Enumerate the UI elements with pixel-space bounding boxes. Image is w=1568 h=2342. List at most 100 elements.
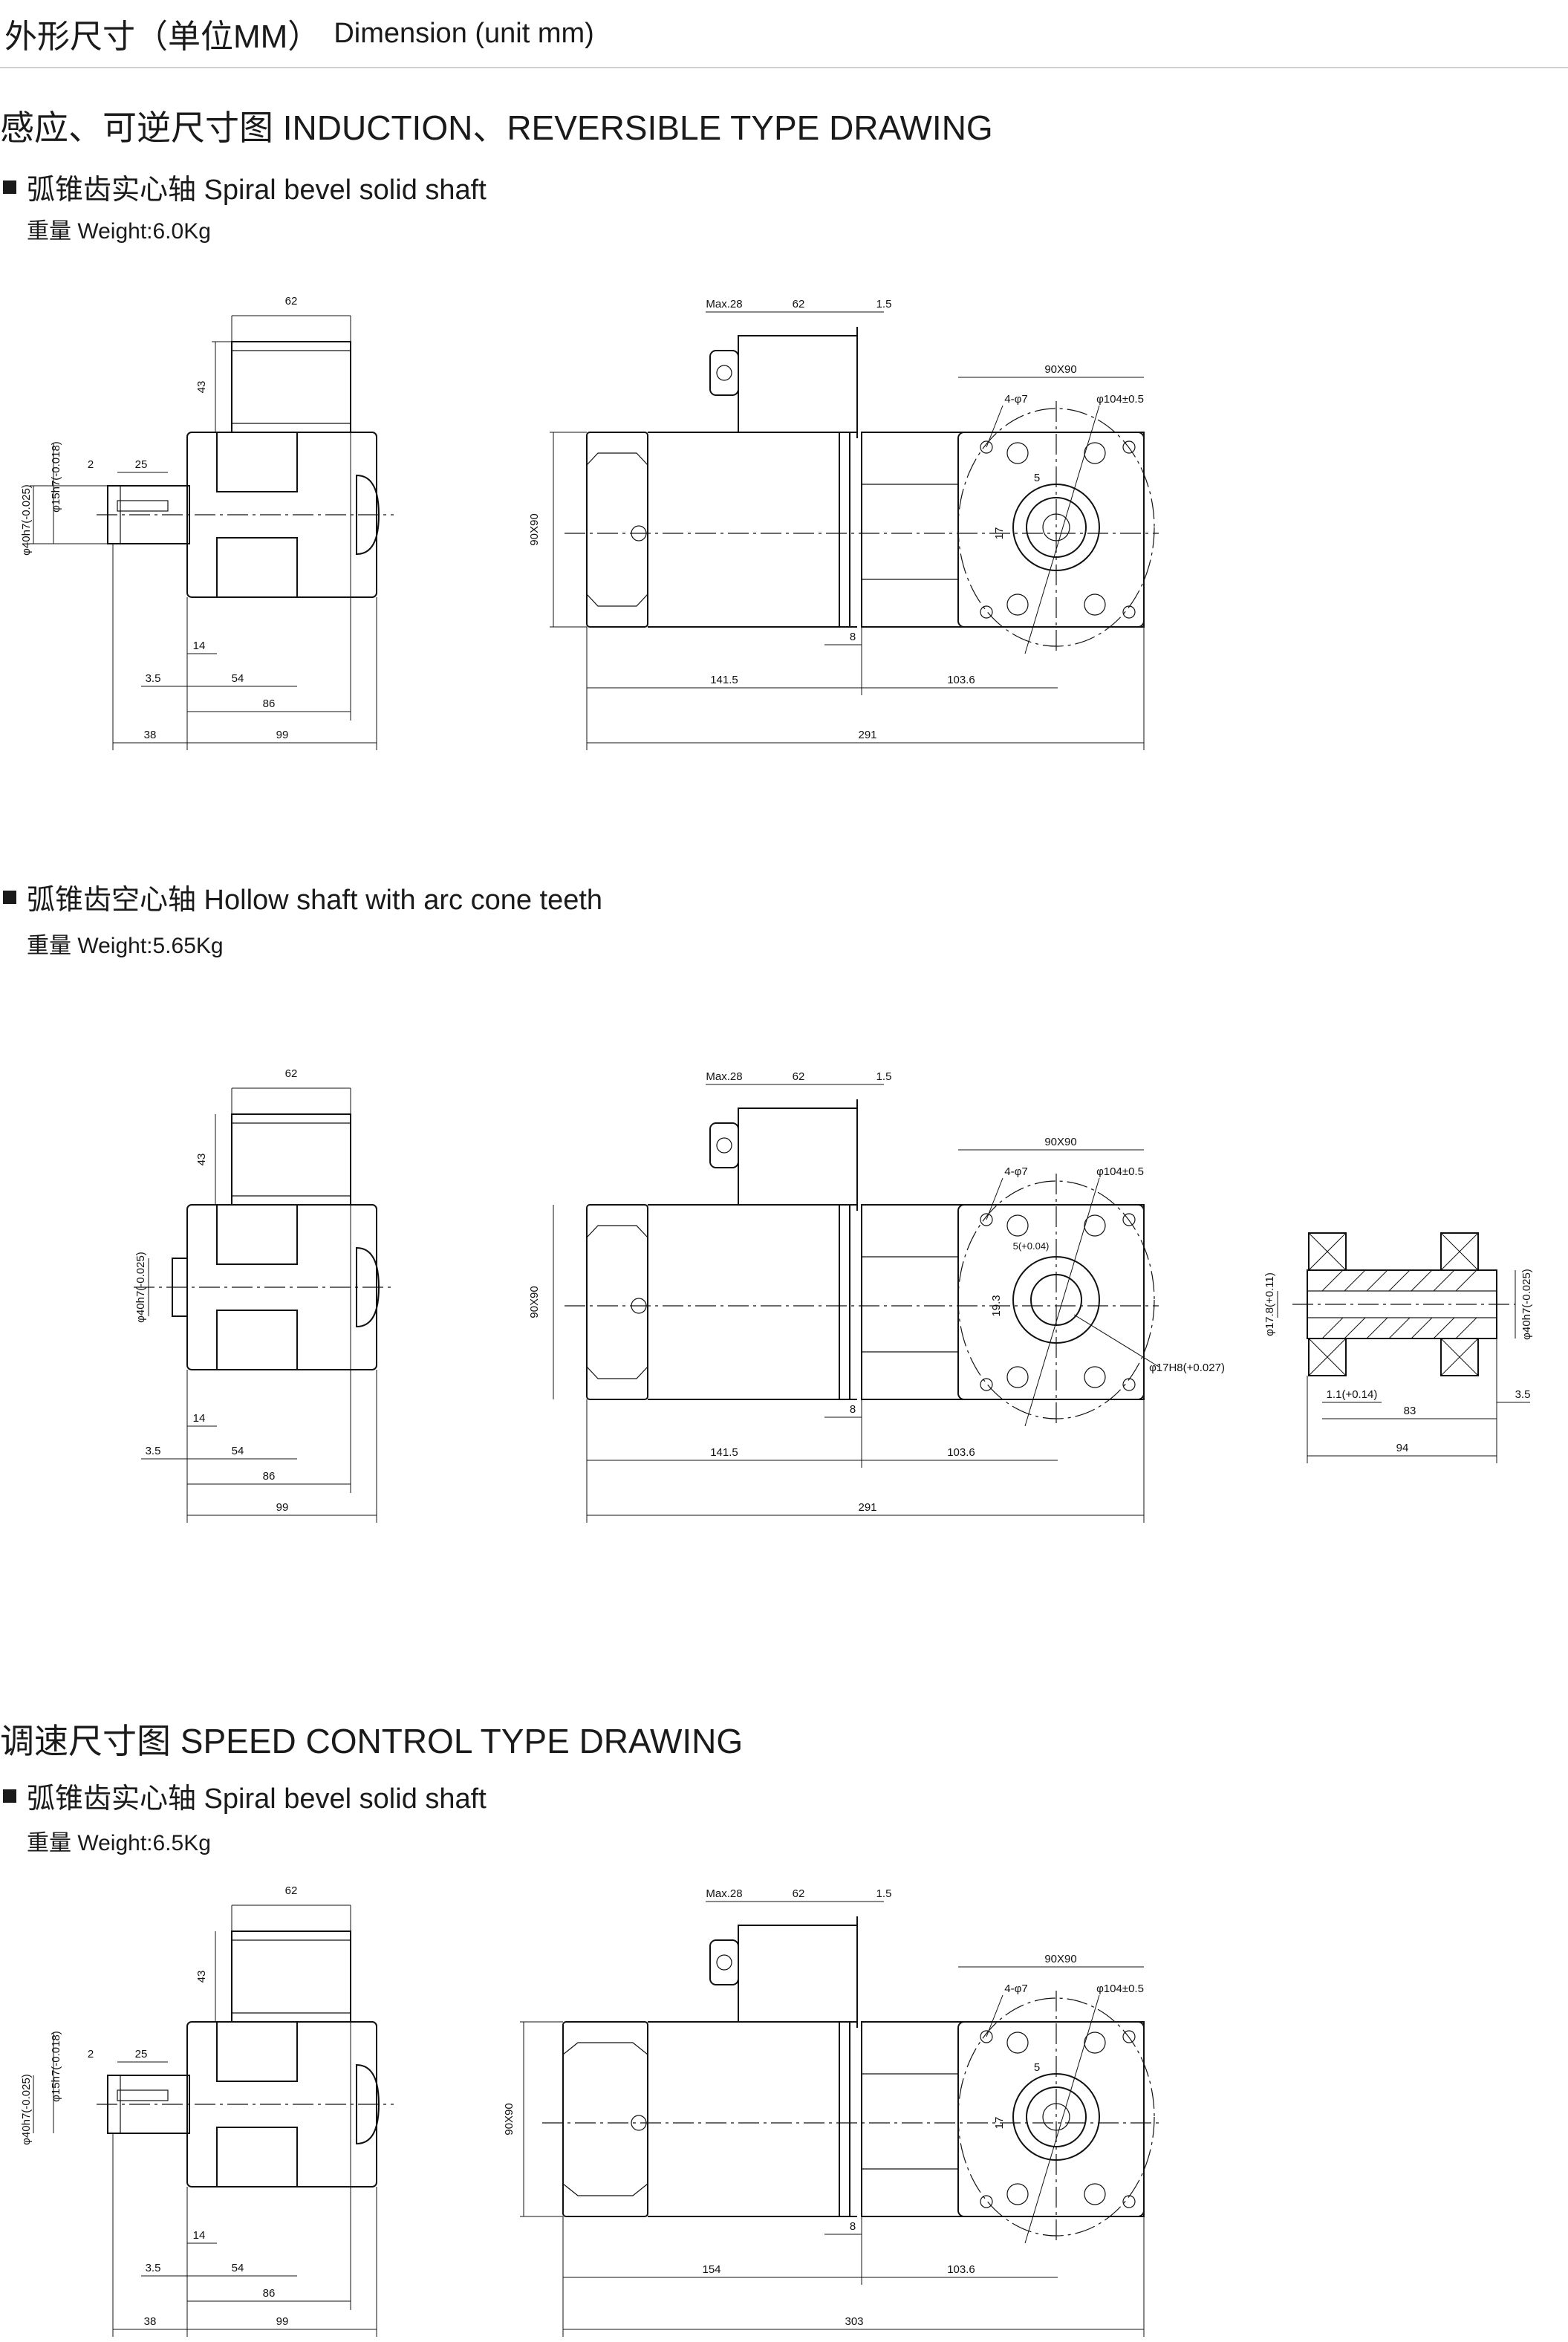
dim-90x90-top: 90X90 [1044,1136,1076,1148]
dim-d17.8: φ17.8(+0.11) [1263,1272,1276,1336]
dim-key17: 17 [993,527,1006,540]
dim-8: 8 [850,1403,856,1416]
dim-154: 154 [702,2263,720,2276]
drawing-hollow-shaft-induction: 62 43 φ40h7(-0.025) 14 3.5 54 86 99 [134,1067,1533,1523]
side-view: Max.28 62 1.5 90X90 4-φ7 φ104±0.5 5 17 9… [503,1887,1159,2337]
weight-label: 重量 Weight:5.65Kg [27,934,224,958]
dim-86: 86 [263,1470,276,1483]
subsection-title-text: 弧锥齿实心轴 Spiral bevel solid shaft [27,175,487,206]
dim-8: 8 [850,631,856,643]
dim-86: 86 [263,697,276,710]
dim-94: 94 [1396,1442,1409,1454]
dim-pcd: φ104±0.5 [1096,1982,1144,1995]
dim-1.5: 1.5 [876,298,892,310]
dim-90x90-top: 90X90 [1044,1953,1076,1965]
dim-99: 99 [276,1501,289,1514]
dim-s-3.5: 3.5 [1515,1388,1531,1401]
dim-d40: φ40h7(-0.025) [20,2074,33,2145]
section-title-induction: 感应、可逆尺寸图 INDUCTION、REVERSIBLE TYPE DRAWI… [0,108,993,147]
dim-3.5: 3.5 [146,1445,161,1457]
dim-max28: Max.28 [706,1070,742,1083]
dim-max28: Max.28 [706,1887,742,1900]
dim-90x90-side: 90X90 [528,1286,541,1318]
side-view: Max.28 62 1.5 90X90 4-φ7 φ104±0.5 5 17 9… [528,298,1159,750]
dim-top62: 62 [793,1070,805,1083]
dim-1.5: 1.5 [876,1887,892,1900]
dim-1.1: 1.1(+0.14) [1327,1388,1378,1401]
dim-14: 14 [193,2229,206,2242]
dim-25: 25 [135,2048,148,2060]
side-view: Max.28 62 1.5 90X90 4-φ7 φ104±0.5 5(+0.0… [528,1070,1225,1523]
dim-s-d40: φ40h7(-0.025) [1520,1269,1533,1340]
dim-14: 14 [193,640,206,652]
subsection-title-text: 弧锥齿实心轴 Spiral bevel solid shaft [27,1783,487,1815]
dim-top62: 62 [793,1887,805,1900]
drawing-solid-shaft-speed: 62 43 φ40h7(-0.025) φ15h7(-0.018) 2 25 1… [20,1884,1159,2337]
dim-key5: 5 [1034,2061,1040,2074]
bullet-square-icon [3,180,16,194]
dim-103.6: 103.6 [947,2263,975,2276]
dim-d40: φ40h7(-0.025) [20,484,33,556]
dim-99: 99 [276,729,289,741]
dim-1.5: 1.5 [876,1070,892,1083]
dim-38: 38 [144,729,157,741]
dim-103.6: 103.6 [947,1446,975,1459]
dim-pcd: φ104±0.5 [1096,1165,1144,1178]
left-view: 62 43 φ40h7(-0.025) φ15h7(-0.018) 2 25 1… [20,1884,394,2337]
subsection-title-hollow-shaft: 弧锥齿空心轴 Hollow shaft with arc cone teeth [0,876,602,917]
dim-bore: φ17H8(+0.027) [1149,1362,1225,1374]
dim-key5: 5 [1034,472,1040,484]
dim-54: 54 [232,1445,244,1457]
dim-2: 2 [88,458,94,471]
dim-d15: φ15h7(-0.018) [50,2031,62,2102]
dim-holes: 4-φ7 [1004,1982,1027,1995]
dim-38: 38 [144,2315,157,2328]
dim-holes: 4-φ7 [1004,393,1027,406]
weight-label: 重量 Weight:6.5Kg [27,1831,211,1855]
dim-62: 62 [285,1884,298,1897]
dim-99: 99 [276,2315,289,2328]
dim-62: 62 [285,295,298,308]
dim-83: 83 [1404,1405,1416,1417]
dim-key19: 19.3 [990,1295,1003,1316]
dim-25: 25 [135,458,148,471]
dim-max28: Max.28 [706,298,742,310]
weight-label: 重量 Weight:6.0Kg [27,219,211,244]
dim-303: 303 [845,2315,863,2328]
dim-291: 291 [858,729,876,741]
dim-90x90-side: 90X90 [503,2103,515,2135]
subsection-title-solid-shaft-speed: 弧锥齿实心轴 Spiral bevel solid shaft [0,1775,487,1816]
dim-2: 2 [88,2048,94,2060]
dim-14: 14 [193,1412,206,1425]
dim-3.5: 3.5 [146,2262,161,2274]
drawing-solid-shaft-induction: 62 43 φ40h7(-0.025) φ15h7(-0.018) 2 25 1… [20,295,1159,750]
dim-d15: φ15h7(-0.018) [50,441,62,513]
dim-90x90-top: 90X90 [1044,363,1076,376]
dim-holes: 4-φ7 [1004,1165,1027,1178]
subsection-title-solid-shaft: 弧锥齿实心轴 Spiral bevel solid shaft [0,166,487,207]
dim-54: 54 [232,2262,244,2274]
page-header: 外形尺寸（单位MM） Dimension (unit mm) [0,0,1568,68]
bullet-square-icon [3,1789,16,1803]
hollow-shaft-section: φ17.8(+0.11) φ40h7(-0.025) 1.1(+0.14) 83… [1263,1232,1533,1463]
dim-top62: 62 [793,298,805,310]
dim-key5: 5(+0.04) [1013,1240,1050,1252]
dim-key17: 17 [993,2117,1006,2130]
dim-43: 43 [195,381,208,394]
dim-3.5: 3.5 [146,672,161,685]
page-title-en: Dimension (unit mm) [334,17,594,49]
dim-62: 62 [285,1067,298,1080]
bullet-square-icon [3,890,16,904]
dim-43: 43 [195,1971,208,1983]
dim-90x90-side: 90X90 [528,513,541,545]
dim-pcd: φ104±0.5 [1096,393,1144,406]
dim-d40: φ40h7(-0.025) [134,1252,147,1323]
left-view: 62 43 φ40h7(-0.025) 14 3.5 54 86 99 [134,1067,394,1523]
dim-86: 86 [263,2287,276,2300]
left-view: 62 43 φ40h7(-0.025) φ15h7(-0.018) 2 25 1… [20,295,394,750]
page-title-zh: 外形尺寸（单位MM） [4,19,321,55]
dim-103.6: 103.6 [947,674,975,686]
dim-8: 8 [850,2220,856,2233]
subsection-title-text: 弧锥齿空心轴 Hollow shaft with arc cone teeth [27,885,603,916]
dim-141.5: 141.5 [710,1446,738,1459]
